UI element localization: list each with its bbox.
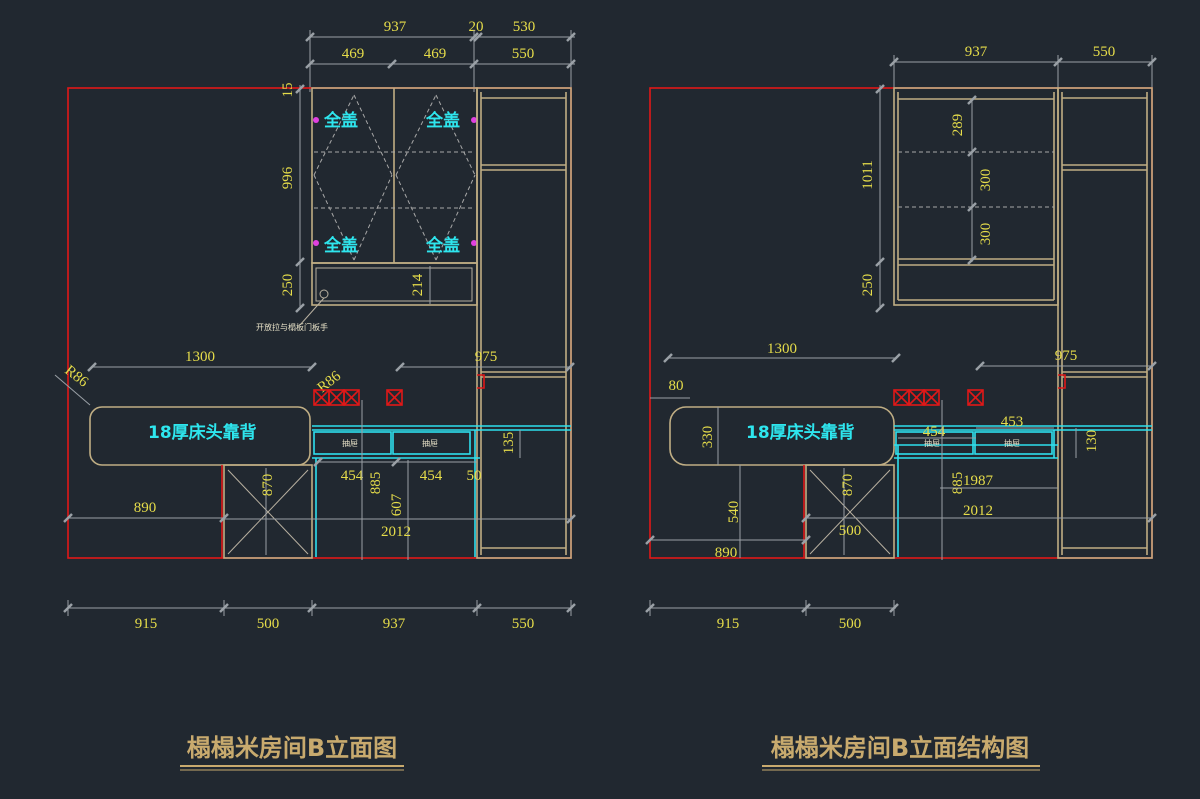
dim-885: 885 — [368, 472, 384, 495]
dim-250: 250 — [860, 274, 876, 297]
dim-550-top: 550 — [1093, 44, 1116, 60]
dim-454-a: 454 — [341, 468, 364, 484]
dim-915-bottom: 915 — [135, 616, 158, 632]
lower-dims: 454 453 130 885 1987 540 2012 500 890 — [645, 400, 1157, 561]
drawer-label-1: 抽屉 — [924, 438, 940, 448]
handle-note: 开放拉与榻板门板手 — [256, 322, 328, 332]
dim-540: 540 — [726, 501, 742, 524]
dim-550-bottom: 550 — [512, 616, 535, 632]
hinge-marker — [471, 117, 477, 123]
dim-500-bottom: 500 — [839, 616, 862, 632]
drawing-title: 榻榻米房间B立面图 — [187, 734, 397, 762]
drawer-area: 抽屉 抽屉 — [894, 425, 1152, 557]
dim-885: 885 — [950, 472, 966, 495]
left-title: 榻榻米房间B立面图 — [180, 734, 404, 771]
drawer-label-1: 抽屉 — [342, 438, 358, 448]
dim-20-top: 20 — [469, 19, 484, 35]
dim-15: 15 — [280, 83, 296, 98]
upper-cabinet: 全盖 全盖 全盖 全盖 214 开放拉与榻板门板手 — [256, 87, 478, 332]
door-label-1: 全盖 — [323, 110, 358, 131]
bottom-dims: 915 500 937 550 — [63, 600, 576, 632]
hinge-marker — [471, 240, 477, 246]
bottom-dims: 915 500 — [645, 600, 899, 632]
dim-937-top: 937 — [384, 19, 407, 35]
drawer-label-2: 抽屉 — [422, 438, 438, 448]
tall-cabinet — [1057, 87, 1153, 559]
lower-dims: 454 454 50 135 885 607 890 2012 — [63, 400, 576, 560]
dim-80: 80 — [669, 378, 684, 394]
dim-453: 453 — [1001, 414, 1024, 430]
dim-890: 890 — [715, 545, 738, 561]
right-title: 榻榻米房间B立面结构图 — [762, 734, 1040, 771]
dim-996: 996 — [280, 166, 296, 189]
hinge-marker — [313, 240, 319, 246]
hinge-marker — [313, 117, 319, 123]
dim-500-lower: 500 — [839, 523, 862, 539]
right-structure: 937 550 1011 250 289 300 300 — [645, 44, 1157, 771]
dim-50: 50 — [467, 468, 482, 484]
dim-135: 135 — [501, 432, 517, 455]
headboard: 18厚床头靠背 — [89, 406, 311, 466]
door-label-2: 全盖 — [425, 110, 460, 131]
top-dimension-row1: 937 20 530 — [305, 19, 576, 42]
top-dims: 937 550 — [889, 44, 1157, 90]
tall-cabinet — [476, 87, 572, 559]
dim-915-bottom: 915 — [717, 616, 740, 632]
dim-1011: 1011 — [860, 160, 876, 189]
dim-1987: 1987 — [963, 473, 994, 489]
dim-214: 214 — [410, 273, 426, 296]
drawer-area: 抽屉 抽屉 — [312, 425, 571, 557]
dim-469-b: 469 — [424, 46, 447, 62]
door-label-3: 全盖 — [323, 235, 358, 256]
dim-2012: 2012 — [963, 503, 993, 519]
upper-cabinet-structure: 289 300 300 — [893, 87, 1059, 306]
dim-1300: 1300 — [767, 341, 797, 357]
top-dimension-row2: 469 469 550 — [305, 30, 576, 92]
dim-550-top: 550 — [512, 46, 535, 62]
dim-130: 130 — [1084, 430, 1100, 453]
dim-2012: 2012 — [381, 524, 411, 540]
left-vertical-dims: 1011 250 — [860, 84, 885, 313]
dim-1300: 1300 — [185, 349, 215, 365]
dim-300-a: 300 — [978, 169, 994, 192]
drawer-label-2: 抽屉 — [1004, 438, 1020, 448]
dim-469-a: 469 — [342, 46, 365, 62]
left-elevation: 937 20 530 469 469 550 15 996 250 — [54, 19, 576, 771]
headboard-label: 18厚床头靠背 — [148, 422, 257, 443]
dim-975: 975 — [1055, 348, 1078, 364]
dim-975: 975 — [475, 349, 498, 365]
dim-454-b: 454 — [420, 468, 443, 484]
mid-dims: 1300 975 80 — [650, 341, 1157, 399]
dim-300-b: 300 — [978, 223, 994, 246]
dim-870: 870 — [260, 474, 276, 497]
dim-890: 890 — [134, 500, 157, 516]
dim-454: 454 — [923, 424, 946, 440]
dim-530-top: 530 — [513, 19, 536, 35]
drawing-title: 榻榻米房间B立面结构图 — [771, 734, 1029, 762]
dim-870: 870 — [840, 474, 856, 497]
dim-330: 330 — [700, 426, 716, 449]
dim-607: 607 — [389, 493, 405, 516]
headboard: 18厚床头靠背 330 — [669, 406, 895, 466]
dim-937-top: 937 — [965, 44, 988, 60]
headboard-label: 18厚床头靠背 — [746, 422, 855, 443]
lower-cabinet: 870 — [221, 464, 313, 559]
door-label-4: 全盖 — [425, 235, 460, 256]
dim-937-bottom: 937 — [383, 616, 406, 632]
dim-289: 289 — [950, 114, 966, 137]
left-vertical-dims: 15 996 250 — [280, 83, 305, 313]
wall-outline — [649, 87, 1153, 559]
red-markers — [313, 389, 403, 406]
dim-250: 250 — [280, 274, 296, 297]
dim-500-bottom: 500 — [257, 616, 280, 632]
radius-label-left: R86 — [62, 363, 92, 391]
lower-cabinet: 870 — [803, 464, 895, 559]
red-markers — [893, 389, 984, 406]
